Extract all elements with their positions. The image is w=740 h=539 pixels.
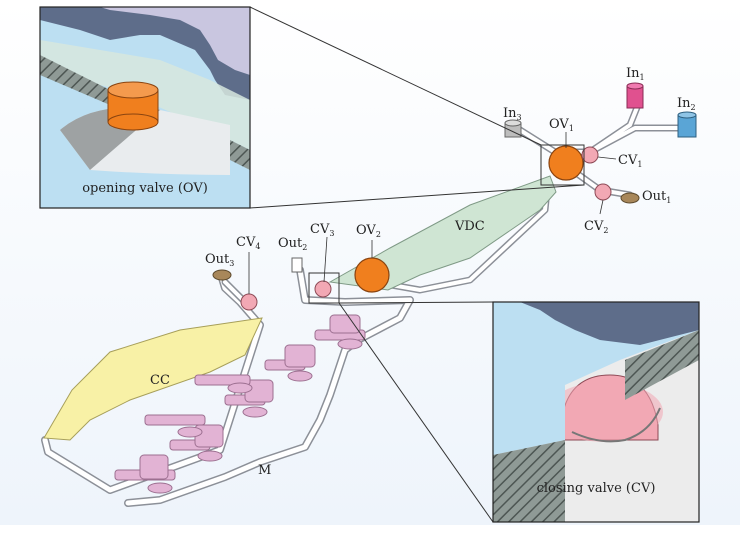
label-vdc: VDC bbox=[454, 219, 485, 234]
label-cv1: CV1 bbox=[618, 153, 642, 169]
inset-opening-valve: opening valve (OV) bbox=[39, 6, 251, 209]
caption-closing-valve: closing valve (CV) bbox=[537, 481, 656, 496]
label-out2: Out2 bbox=[278, 236, 307, 252]
label-out3: Out3 bbox=[205, 252, 234, 268]
zoom-box-ov bbox=[540, 144, 585, 186]
valve-cv3 bbox=[314, 280, 332, 298]
label-cc: CC bbox=[150, 373, 170, 388]
mixer-meander bbox=[114, 314, 366, 494]
outlet-out2 bbox=[291, 257, 303, 273]
reservoir-in2 bbox=[677, 111, 697, 138]
valve-cv2 bbox=[594, 183, 612, 201]
zoom-box-cv bbox=[308, 272, 340, 304]
label-in3: In3 bbox=[503, 106, 522, 122]
inset-closing-valve: closing valve (CV) bbox=[492, 301, 700, 523]
labels: In1 In2 In3 OV1 CV1 CV2 Out1 VDC CV3 OV2… bbox=[150, 66, 696, 478]
label-in1: In1 bbox=[626, 66, 645, 82]
label-in2: In2 bbox=[677, 96, 696, 112]
label-out1: Out1 bbox=[642, 189, 671, 205]
label-m: M bbox=[258, 463, 271, 478]
label-ov1: OV1 bbox=[549, 117, 574, 133]
valve-ov1 bbox=[548, 145, 584, 181]
label-leaders bbox=[248, 132, 617, 294]
valve-cv4 bbox=[240, 293, 258, 311]
caption-opening-valve: opening valve (OV) bbox=[82, 181, 208, 196]
reservoir-in1 bbox=[626, 82, 644, 109]
vdc-chamber bbox=[328, 175, 557, 291]
outlet-out3 bbox=[212, 269, 232, 281]
label-cv3: CV3 bbox=[310, 222, 334, 238]
cc-chamber bbox=[43, 317, 263, 441]
valve-cv1 bbox=[581, 146, 599, 164]
valve-ov2 bbox=[354, 257, 390, 293]
label-cv2: CV2 bbox=[584, 219, 608, 235]
label-ov2: OV2 bbox=[356, 223, 381, 239]
inset-leader-lines bbox=[249, 6, 585, 523]
label-cv4: CV4 bbox=[236, 235, 260, 251]
outlet-out1 bbox=[620, 192, 640, 204]
